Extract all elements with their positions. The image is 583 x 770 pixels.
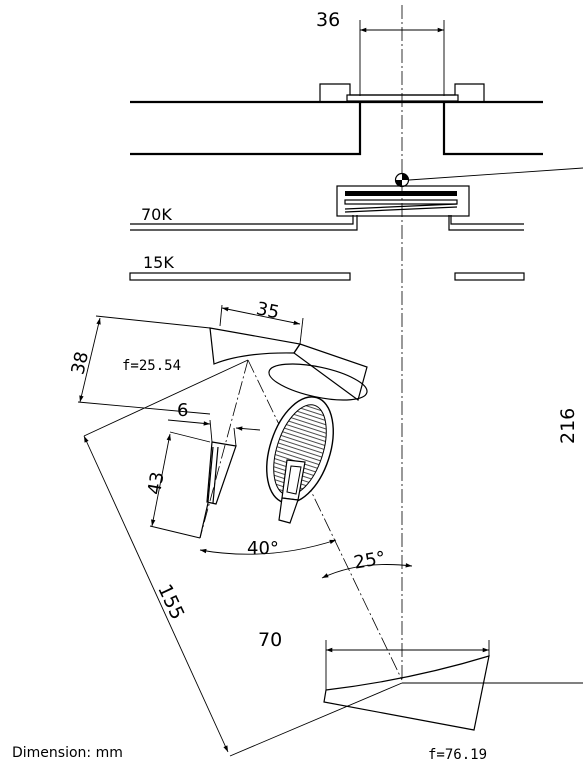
top-plate-assembly — [130, 84, 543, 154]
mirror-2 — [324, 656, 583, 730]
dim-label-70: 70 — [258, 629, 282, 651]
mirror-1 — [210, 328, 370, 407]
focus-target-icon — [396, 168, 583, 187]
dim-label-35: 35 — [254, 298, 281, 323]
label-70k: 70K — [141, 205, 172, 224]
lens-assembly — [254, 388, 345, 523]
angle-label-40: 40° — [247, 538, 279, 559]
dim-mirror2-width — [326, 640, 489, 690]
dim-label-38: 38 — [68, 350, 94, 377]
stage-70k — [130, 186, 524, 230]
dim-label-155: 155 — [153, 581, 188, 623]
label-15k: 15K — [143, 253, 174, 272]
dim-label-6: 6 — [177, 400, 188, 421]
beam-lines — [84, 360, 402, 680]
angle-label-25: 25° — [352, 548, 387, 574]
stage-15k — [130, 273, 524, 280]
dim-label-36: 36 — [316, 9, 340, 31]
label-f1: f=25.54 — [122, 358, 181, 374]
dim-label-43: 43 — [144, 470, 169, 496]
label-f2: f=76.19 — [428, 747, 487, 763]
dim-label-216: 216 — [557, 408, 579, 444]
units-note: Dimension: mm — [12, 745, 123, 761]
feed-horn — [200, 442, 236, 538]
